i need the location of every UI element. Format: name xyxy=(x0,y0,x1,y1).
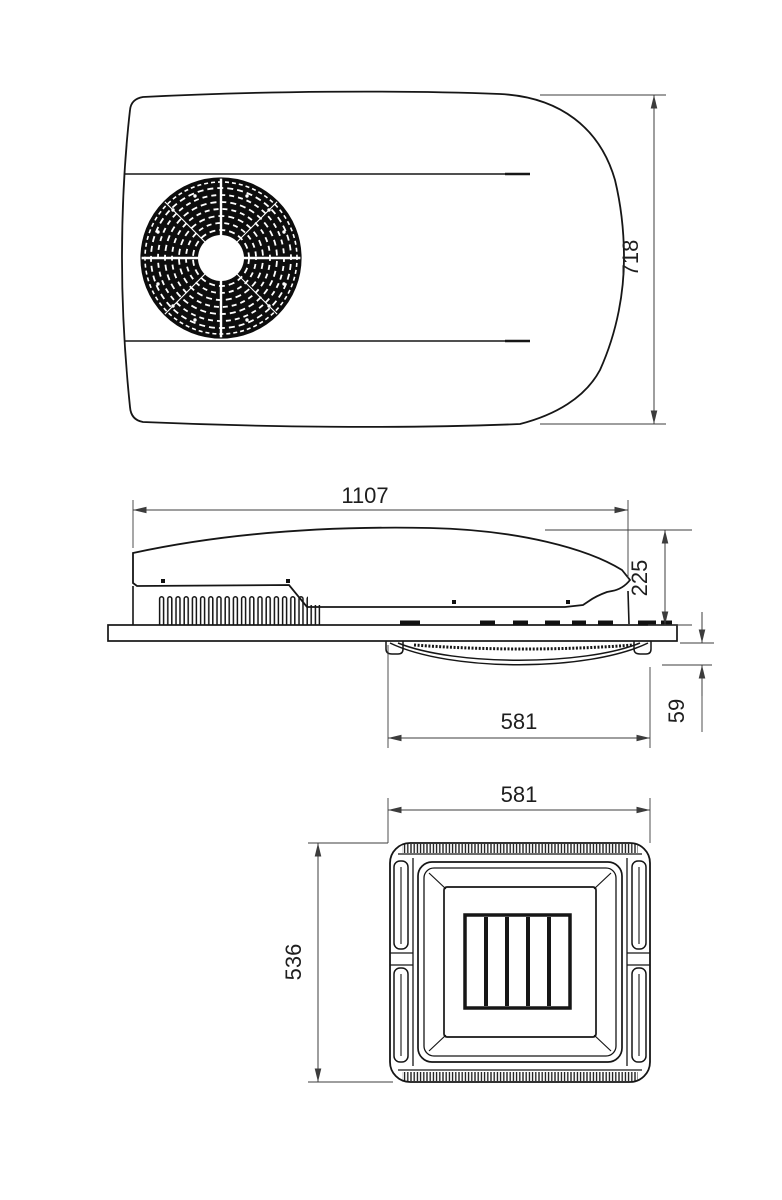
vent-column-right xyxy=(626,858,650,1066)
side-wall-right xyxy=(627,590,630,625)
bracket-right xyxy=(633,641,652,655)
filter-hatch xyxy=(413,643,635,651)
dim-1107: 1107 xyxy=(132,483,629,578)
fan-hub-hole xyxy=(198,235,244,281)
top-view-outline xyxy=(121,90,625,428)
cover-outline xyxy=(132,526,632,608)
center-grille xyxy=(463,913,572,1010)
seal-strip-bottom xyxy=(402,1072,638,1081)
dim-718: 718 xyxy=(540,94,666,425)
dim-text-581-side: 581 xyxy=(501,709,538,734)
dome-arc-outer xyxy=(389,642,649,666)
dim-225: 225 xyxy=(545,529,692,626)
vent-column-left xyxy=(390,858,414,1066)
dim-text-59: 59 xyxy=(664,699,689,723)
condenser-fins xyxy=(158,596,308,625)
screws xyxy=(161,579,570,604)
dim-581-bottom: 581 xyxy=(387,782,651,843)
diffuser-outline xyxy=(389,842,651,1083)
dim-text-718: 718 xyxy=(618,240,643,277)
dim-581-side: 581 xyxy=(387,645,651,748)
dim-text-1107: 1107 xyxy=(341,483,388,508)
dim-text-225: 225 xyxy=(627,560,652,597)
dim-59: 59 xyxy=(662,612,714,732)
condenser-fins-short xyxy=(308,605,322,625)
dim-text-536: 536 xyxy=(281,944,306,981)
roof-plate xyxy=(107,624,678,642)
dome-arc-inner xyxy=(397,642,641,661)
dim-text-581-bottom: 581 xyxy=(501,782,538,807)
fan-grille xyxy=(140,177,302,339)
diffuser-frame xyxy=(417,861,623,1063)
interior-diffuser xyxy=(385,641,652,666)
side-view: 1107 225 59 581 xyxy=(107,483,714,748)
bottom-view: 581 536 xyxy=(281,782,651,1083)
dim-536: 536 xyxy=(281,842,393,1083)
bracket-left xyxy=(385,641,404,655)
top-view: 718 xyxy=(121,90,666,428)
seal-strip-top xyxy=(402,844,638,853)
